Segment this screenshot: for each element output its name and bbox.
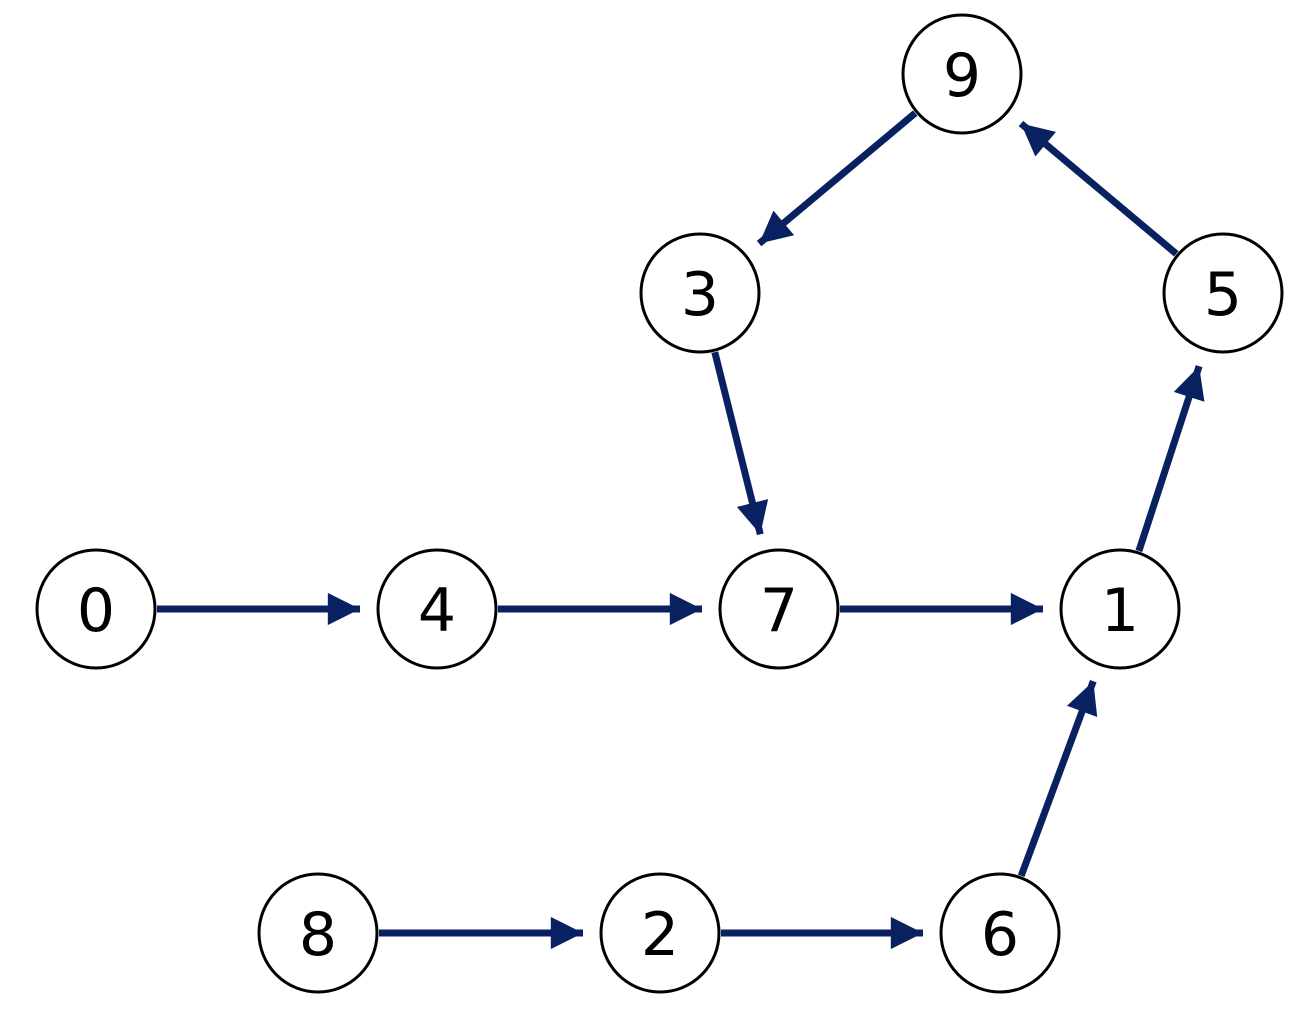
edge-6-to-1 bbox=[1017, 679, 1098, 878]
node-3: 3 bbox=[639, 232, 761, 354]
node-label: 0 bbox=[77, 576, 115, 646]
node-label: 7 bbox=[760, 576, 798, 646]
edge-5-to-9 bbox=[1018, 120, 1179, 257]
node-label: 4 bbox=[418, 576, 456, 646]
edges-layer bbox=[157, 110, 1205, 950]
node-circle bbox=[901, 13, 1023, 135]
node-circle bbox=[376, 548, 498, 670]
edge-3-to-7 bbox=[711, 351, 769, 536]
node-1: 1 bbox=[1059, 548, 1181, 670]
node-circle bbox=[257, 872, 379, 994]
node-circle bbox=[1162, 232, 1284, 354]
node-label: 1 bbox=[1101, 576, 1139, 646]
node-4: 4 bbox=[376, 548, 498, 670]
node-6: 6 bbox=[939, 872, 1061, 994]
node-9: 9 bbox=[901, 13, 1023, 135]
node-8: 8 bbox=[257, 872, 379, 994]
node-7: 7 bbox=[718, 548, 840, 670]
node-label: 9 bbox=[943, 41, 981, 111]
node-label: 3 bbox=[681, 260, 719, 330]
node-circle bbox=[35, 548, 157, 670]
node-0: 0 bbox=[35, 548, 157, 670]
edge-9-to-3 bbox=[756, 110, 918, 247]
node-5: 5 bbox=[1162, 232, 1284, 354]
node-label: 6 bbox=[981, 900, 1019, 970]
node-label: 5 bbox=[1204, 260, 1242, 330]
node-circle bbox=[599, 872, 721, 994]
node-label: 8 bbox=[299, 900, 337, 970]
node-circle bbox=[639, 232, 761, 354]
node-circle bbox=[1059, 548, 1181, 670]
node-circle bbox=[939, 872, 1061, 994]
node-2: 2 bbox=[599, 872, 721, 994]
node-label: 2 bbox=[641, 900, 679, 970]
edge-1-to-5 bbox=[1135, 365, 1205, 553]
node-circle bbox=[718, 548, 840, 670]
